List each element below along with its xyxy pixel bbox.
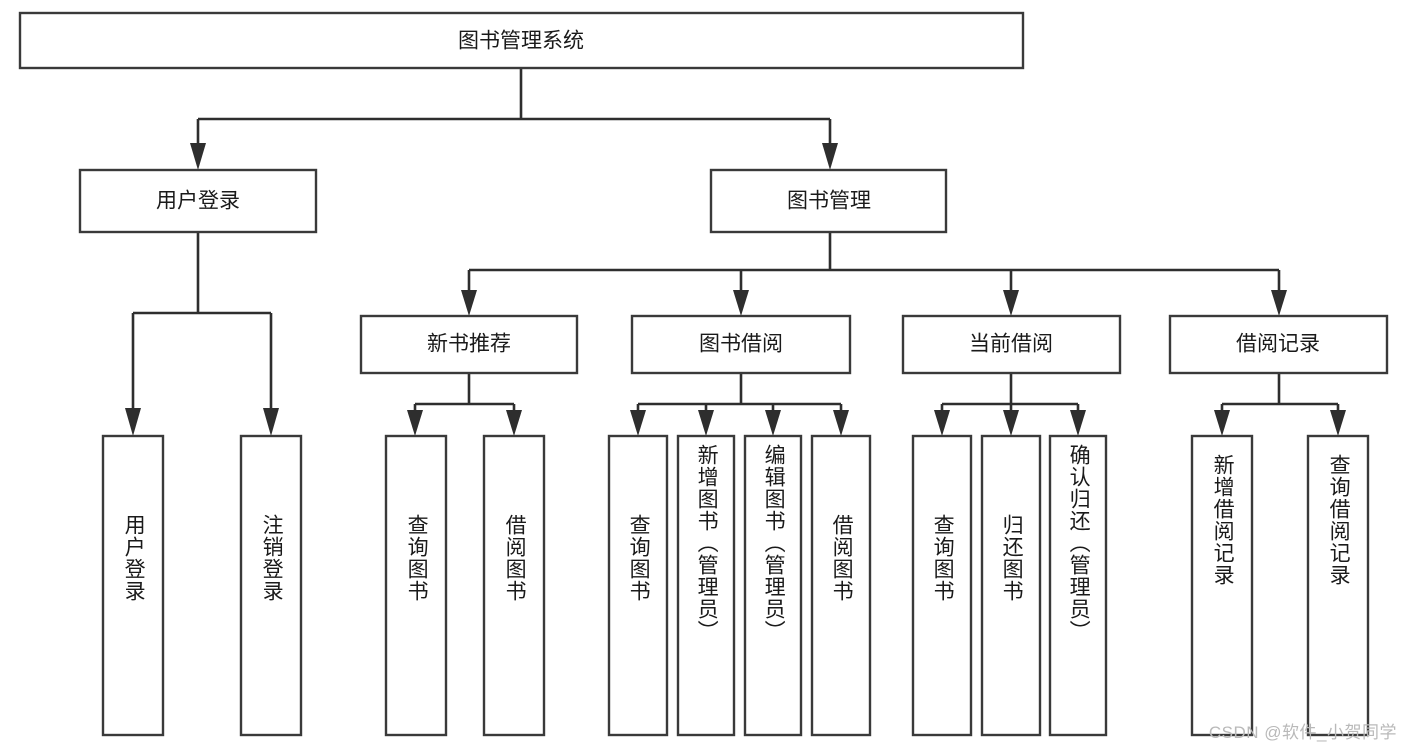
node-user-login-label: 用户登录 [156,190,240,213]
node-book-management-label: 图书管理 [787,190,871,213]
arrow-head-cb-l2 [1003,410,1019,436]
node-user-login[interactable] [78,168,318,234]
node-borrow-record[interactable] [1168,314,1389,375]
connector-group-new-book-rec [407,373,522,436]
connector-group-borrow-record [1214,373,1346,436]
leaf-box-edit-book-admin[interactable] [743,434,803,737]
arrow-head-bb-l3 [765,410,781,436]
node-book-borrow[interactable] [630,314,852,375]
leaf-box-confirm-return-admin[interactable] [1048,434,1108,737]
node-book-management[interactable] [709,168,948,234]
leaf-box-query-book-cb[interactable] [911,434,973,737]
arrow-head-bb-l4 [833,410,849,436]
arrow-head-user-login [190,143,206,170]
node-borrow-record-label: 借阅记录 [1236,333,1320,356]
arrow-head-leaf-logout [263,408,279,436]
connector-group-root [190,68,838,170]
leaf-box-query-book-nbr[interactable] [384,434,448,737]
leaf-box-user-login[interactable] [101,434,165,737]
leaf-box-query-book-bb[interactable] [607,434,669,737]
leaf-box-add-book-admin[interactable] [676,434,736,737]
arrow-head-book-borrow [733,290,749,316]
watermark-text: CSDN @软件_小贺同学 [1208,723,1397,742]
arrow-head-leaf-user-login [125,408,141,436]
node-root-system-label: 图书管理系统 [458,30,584,53]
node-current-borrow-label: 当前借阅 [969,333,1053,356]
leaf-box-query-borrow-record[interactable] [1306,434,1370,737]
node-new-book-recommend-label: 新书推荐 [427,333,511,356]
node-root-system[interactable] [18,11,1025,70]
arrow-head-bb-l1 [630,410,646,436]
leaf-box-logout[interactable] [239,434,303,737]
leaf-box-borrow-book-bb[interactable] [810,434,872,737]
leaf-box-borrow-book-nbr[interactable] [482,434,546,737]
arrow-head-book-mgmt [822,143,838,170]
node-new-book-recommend[interactable] [359,314,579,375]
connector-group-book-mgmt [461,232,1287,316]
connector-group-current-borrow [934,373,1086,436]
node-book-borrow-label: 图书借阅 [699,333,783,356]
arrow-head-current-borrow [1003,290,1019,316]
node-current-borrow[interactable] [901,314,1122,375]
arrow-head-cb-l1 [934,410,950,436]
arrow-head-br-l1 [1214,410,1230,436]
arrow-head-cb-l3 [1070,410,1086,436]
arrow-head-bb-l2 [698,410,714,436]
arrow-head-nbr-l1 [407,410,423,436]
leaf-box-add-borrow-record[interactable] [1190,434,1254,737]
leaf-box-return-book[interactable] [980,434,1042,737]
arrow-head-new-book-rec [461,290,477,316]
connector-group-book-borrow [630,373,849,436]
connector-group-user-login [125,232,279,436]
arrow-head-borrow-record [1271,290,1287,316]
arrow-head-br-l2 [1330,410,1346,436]
arrow-head-nbr-l2 [506,410,522,436]
